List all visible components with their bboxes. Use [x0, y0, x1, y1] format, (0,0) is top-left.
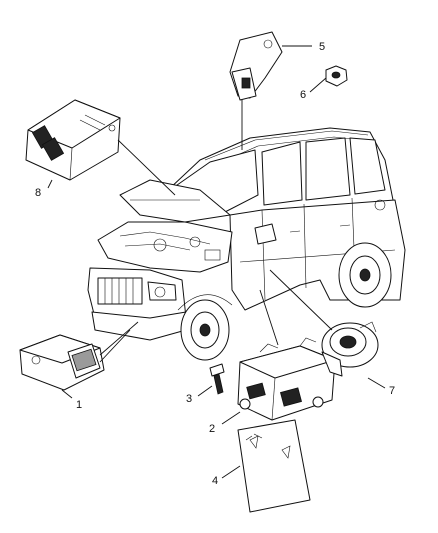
part-3-bolt	[209, 363, 225, 395]
part-8-control-module	[25, 99, 121, 181]
part-5-sensor	[229, 31, 283, 101]
leader-lines	[47, 45, 386, 479]
callout-2: 2	[209, 423, 215, 435]
callout-8: 8	[35, 187, 41, 199]
callout-labels: 1 2 3 4 5 6 7 8	[35, 41, 395, 487]
vehicle-illustration	[87, 127, 406, 361]
callout-6: 6	[300, 89, 306, 101]
part-2-restraint-controller	[237, 337, 336, 421]
callout-5: 5	[319, 41, 325, 53]
callout-1: 1	[76, 399, 82, 411]
callout-3: 3	[186, 393, 192, 405]
callout-7: 7	[389, 385, 395, 397]
part-7-clockspring	[321, 321, 379, 377]
callout-4: 4	[212, 475, 218, 487]
part-1-impact-sensor	[19, 334, 105, 391]
part-6-nut	[325, 65, 348, 87]
part-4-cover	[237, 419, 311, 513]
